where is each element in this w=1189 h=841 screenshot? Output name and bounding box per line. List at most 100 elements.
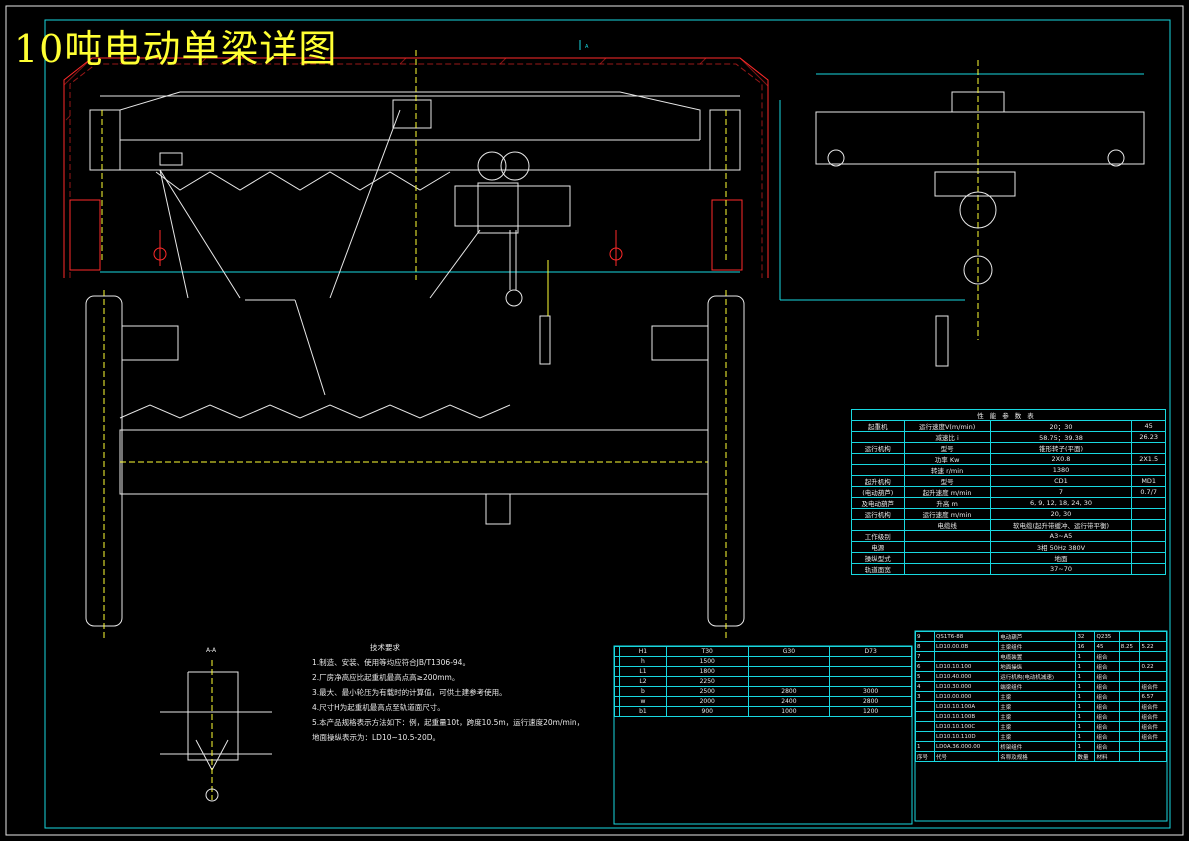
table-cell: LD10.10.110D bbox=[934, 731, 1000, 742]
table-cell: 1 bbox=[1075, 671, 1096, 682]
table-cell: T30 bbox=[665, 646, 749, 657]
table-cell bbox=[914, 701, 936, 712]
note-line: 1.制造、安装、使用等均应符合JB/T1306-94。 bbox=[312, 658, 470, 667]
table-cell: 组合 bbox=[1094, 711, 1120, 722]
table-cell: 2400 bbox=[747, 696, 831, 707]
table-cell bbox=[914, 721, 936, 732]
table-cell: 45 bbox=[1131, 420, 1166, 432]
table-cell: 轨道面宽 bbox=[851, 563, 905, 575]
table-cell bbox=[851, 453, 905, 465]
table-cell: 26.23 bbox=[1131, 431, 1166, 443]
table-cell: L2 bbox=[619, 676, 667, 687]
table-cell: 1 bbox=[1075, 651, 1096, 662]
main-girder-elevation: A bbox=[89, 40, 741, 280]
note-line: 3.最大、最小轮压为有载时的计算值，可供土建参考使用。 bbox=[312, 688, 507, 697]
table-cell: 组合件 bbox=[1139, 721, 1167, 732]
table-cell: h bbox=[619, 656, 667, 667]
table-cell: G30 bbox=[747, 646, 831, 657]
table-cell: 0.22 bbox=[1139, 661, 1167, 672]
table-cell bbox=[613, 706, 621, 717]
table-cell bbox=[903, 563, 991, 575]
table-cell: 主梁 bbox=[998, 701, 1077, 712]
table-cell: 组合 bbox=[1094, 691, 1120, 702]
table-cell bbox=[1139, 741, 1167, 752]
table-cell: 1 bbox=[1075, 711, 1096, 722]
table-cell: 升高 m bbox=[903, 497, 991, 509]
table-cell: 58.75；39.38 bbox=[989, 431, 1133, 443]
table-cell: 减速比 i bbox=[903, 431, 991, 443]
table-cell: 电缆线 bbox=[903, 519, 991, 531]
table-cell bbox=[1118, 751, 1141, 762]
perf-table-header: 性能参数表 bbox=[851, 409, 1166, 421]
table-cell bbox=[1139, 631, 1167, 642]
table-cell: 电动葫芦 bbox=[998, 631, 1077, 642]
table-cell: 16 bbox=[1075, 641, 1096, 652]
table-cell: 组合 bbox=[1094, 741, 1120, 752]
table-cell: 2X1.5 bbox=[1131, 453, 1166, 465]
table-cell bbox=[1131, 464, 1166, 476]
table-cell bbox=[914, 731, 936, 742]
table-cell: 2250 bbox=[665, 676, 749, 687]
table-cell: 45 bbox=[1094, 641, 1120, 652]
table-cell: 材料 bbox=[1094, 751, 1120, 762]
table-cell: 电源 bbox=[851, 541, 905, 553]
table-cell bbox=[1131, 442, 1166, 454]
perf-row: 轨道面宽 37~70 bbox=[851, 563, 1166, 575]
table-cell bbox=[1118, 721, 1141, 732]
table-cell bbox=[1118, 671, 1141, 682]
table-cell bbox=[1131, 508, 1166, 520]
table-cell: 组合 bbox=[1094, 731, 1120, 742]
perf-row: 操纵型式地面 bbox=[851, 552, 1166, 564]
table-cell: 37~70 bbox=[989, 563, 1133, 575]
table-cell: 1 bbox=[1075, 661, 1096, 672]
table-cell: 组合 bbox=[1094, 671, 1120, 682]
plan-view bbox=[85, 290, 745, 640]
table-cell: 1200 bbox=[829, 706, 912, 717]
table-cell: 主梁 bbox=[998, 731, 1077, 742]
table-cell: 主梁 bbox=[998, 721, 1077, 732]
table-cell: 工作级别 bbox=[851, 530, 905, 542]
table-cell: 20, 30 bbox=[989, 508, 1133, 520]
table-cell: LD0A.36.000.00 bbox=[934, 741, 1000, 752]
table-cell: 运行速度V(m/min) bbox=[903, 420, 991, 432]
table-cell: 组合件 bbox=[1139, 731, 1167, 742]
table-cell: 组合件 bbox=[1139, 711, 1167, 722]
table-cell bbox=[1131, 519, 1166, 531]
svg-text:A: A bbox=[585, 44, 589, 50]
table-cell bbox=[1131, 552, 1166, 564]
table-cell: 3相 50Hz 380V bbox=[989, 541, 1133, 553]
table-cell bbox=[1139, 671, 1167, 682]
table-cell bbox=[851, 519, 905, 531]
table-cell: 8.25 bbox=[1118, 641, 1141, 652]
table-cell: 型号 bbox=[903, 475, 991, 487]
table-cell: D73 bbox=[829, 646, 912, 657]
table-cell: w bbox=[619, 696, 667, 707]
buffer-markers bbox=[153, 230, 623, 266]
table-cell: 3 bbox=[914, 691, 936, 702]
table-cell: 6, 9, 12, 18, 24, 30 bbox=[989, 497, 1133, 509]
table-cell: LD10.10.100B bbox=[934, 711, 1000, 722]
table-cell bbox=[851, 431, 905, 443]
table-cell: 1000 bbox=[747, 706, 831, 717]
section-aa: A-A bbox=[160, 647, 272, 802]
table-cell: 9 bbox=[914, 631, 936, 642]
table-cell: 900 bbox=[665, 706, 749, 717]
table-cell: 1 bbox=[1075, 681, 1096, 692]
table-cell: 起升速度 m/min bbox=[903, 486, 991, 498]
table-cell: A3~A5 bbox=[989, 530, 1133, 542]
technical-notes: 技术要求 1.制造、安装、使用等均应符合JB/T1306-94。 2.厂房净高应… bbox=[312, 640, 584, 745]
table-cell: 1 bbox=[1075, 691, 1096, 702]
